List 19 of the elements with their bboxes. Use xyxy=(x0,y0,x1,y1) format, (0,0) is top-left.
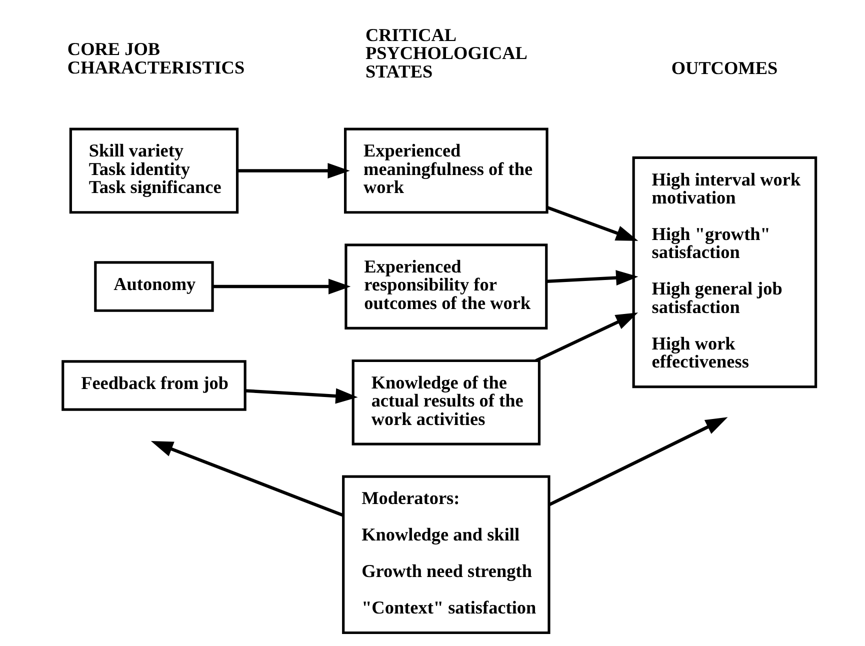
node-box: Experienced responsibility for outcomes of the work xyxy=(344,244,548,330)
arrow xyxy=(546,206,638,241)
arrow xyxy=(245,388,358,404)
node-box: Moderators: Knowledge and skill Growth need strength "Context" satisfaction xyxy=(342,475,550,634)
node-box: Knowledge of the actual results of the work activities xyxy=(352,359,541,446)
arrow xyxy=(548,417,728,506)
node-box: High interval work motivation High "growth" satisfaction High general job satisfaction High work effectiveness xyxy=(632,156,818,388)
arrow xyxy=(237,162,350,178)
node-box: Skill variety Task identity Task significance xyxy=(69,128,239,214)
node-box: Autonomy xyxy=(94,261,214,312)
arrow xyxy=(212,278,351,294)
node-box: Feedback from job xyxy=(62,360,246,411)
arrow xyxy=(546,270,638,286)
arrow xyxy=(535,312,638,362)
label: CORE JOB CHARACTERISTICS xyxy=(67,39,245,78)
label: CRITICAL PSYCHOLOGICAL STATES xyxy=(365,24,528,82)
arrow xyxy=(150,441,344,517)
label: OUTCOMES xyxy=(671,58,778,78)
node-box: Experienced meaningfulness of the work xyxy=(344,128,548,214)
